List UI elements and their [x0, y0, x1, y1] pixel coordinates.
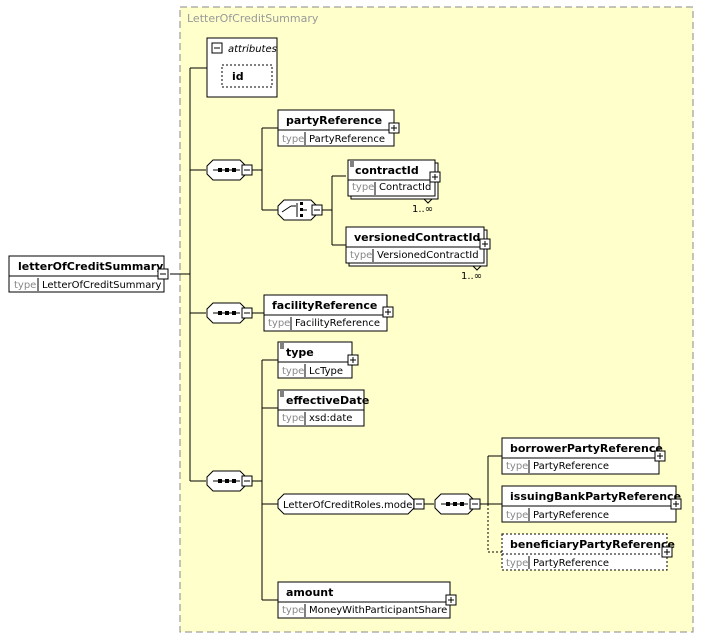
rolesModel-name: LetterOfCreditRoles.model	[283, 500, 415, 511]
attribute-id[interactable]	[221, 64, 273, 88]
type-type: LcType	[309, 366, 343, 377]
amount-type: MoneyWithParticipantShare	[309, 605, 447, 616]
amount-type-keyword: type	[282, 605, 304, 616]
group-ref-roles-model[interactable]: LetterOfCreditRoles.model	[277, 493, 425, 515]
attribute-id-label: id	[232, 70, 244, 83]
facilityReference-type-keyword: type	[268, 318, 290, 329]
sequence-compositor-1[interactable]	[206, 159, 253, 181]
root-collapse-icon[interactable]	[157, 268, 169, 280]
amount-name: amount	[286, 586, 333, 599]
element-type[interactable]: type type LcType	[277, 341, 359, 379]
partyReference-name: partyReference	[286, 114, 382, 127]
type-name: type	[286, 346, 314, 359]
versionedContractId-type: VersionedContractId	[377, 250, 479, 261]
beneficiaryPartyReference-name: beneficiaryPartyReference	[510, 538, 675, 551]
root-type-keyword: type	[14, 280, 36, 291]
element-beneficiaryPartyReference[interactable]: beneficiaryPartyReference type PartyRefe…	[501, 533, 675, 571]
facilityReference-name: facilityReference	[272, 299, 377, 312]
root-element[interactable]: letterOfCreditSummary type LetterOfCredi…	[8, 255, 165, 293]
effectiveDate-type: xsd:date	[309, 413, 352, 424]
element-partyReference[interactable]: partyReference type PartyReference	[277, 109, 400, 147]
element-contractId[interactable]: contractId type ContractId 1..∞	[347, 159, 441, 215]
versionedContractId-name: versionedContractId	[354, 231, 480, 244]
partyReference-type: PartyReference	[309, 134, 385, 145]
contractId-name: contractId	[355, 164, 419, 177]
effectiveDate-name: effectiveDate	[286, 394, 369, 407]
borrowerPartyReference-type-keyword: type	[506, 461, 528, 472]
attributes-label: attributes	[228, 44, 277, 55]
element-facilityReference[interactable]: facilityReference type FacilityReference	[263, 294, 394, 332]
element-issuingBankPartyReference[interactable]: issuingBankPartyReference type PartyRefe…	[501, 485, 682, 523]
effectiveDate-type-keyword: type	[282, 413, 304, 424]
borrowerPartyReference-name: borrowerPartyReference	[510, 442, 663, 455]
element-amount[interactable]: amount type MoneyWithParticipantShare	[277, 581, 457, 619]
element-versionedContractId[interactable]: versionedContractId type VersionedContra…	[345, 226, 491, 282]
issuingBankPartyReference-type: PartyReference	[533, 510, 609, 521]
versionedContractId-cardinality: 1..∞	[461, 271, 482, 282]
contractId-cardinality: 1..∞	[412, 204, 433, 215]
issuingBankPartyReference-type-keyword: type	[506, 510, 528, 521]
attributes-box: attributes id	[206, 37, 278, 98]
borrowerPartyReference-type: PartyReference	[533, 461, 609, 472]
partyReference-type-keyword: type	[282, 134, 304, 145]
root-name: letterOfCreditSummary	[18, 260, 163, 273]
choice-compositor[interactable]	[277, 199, 323, 221]
contractId-type-keyword: type	[352, 182, 374, 193]
element-effectiveDate[interactable]: effectiveDate type xsd:date	[277, 389, 369, 427]
sequence-compositor-2[interactable]	[206, 302, 253, 324]
sequence-compositor-4[interactable]	[434, 493, 481, 515]
root-type: LetterOfCreditSummary	[42, 280, 162, 291]
group-title: LetterOfCreditSummary	[187, 12, 319, 25]
sequence-compositor-3[interactable]	[206, 470, 253, 492]
type-type-keyword: type	[282, 366, 304, 377]
beneficiaryPartyReference-type-keyword: type	[506, 558, 528, 569]
element-borrowerPartyReference[interactable]: borrowerPartyReference type PartyReferen…	[501, 437, 666, 475]
versionedContractId-type-keyword: type	[350, 250, 372, 261]
beneficiaryPartyReference-type: PartyReference	[533, 558, 609, 569]
connector-lines	[170, 67, 502, 601]
contractId-type: ContractId	[379, 182, 431, 193]
facilityReference-type: FacilityReference	[295, 318, 380, 329]
issuingBankPartyReference-name: issuingBankPartyReference	[510, 490, 681, 503]
